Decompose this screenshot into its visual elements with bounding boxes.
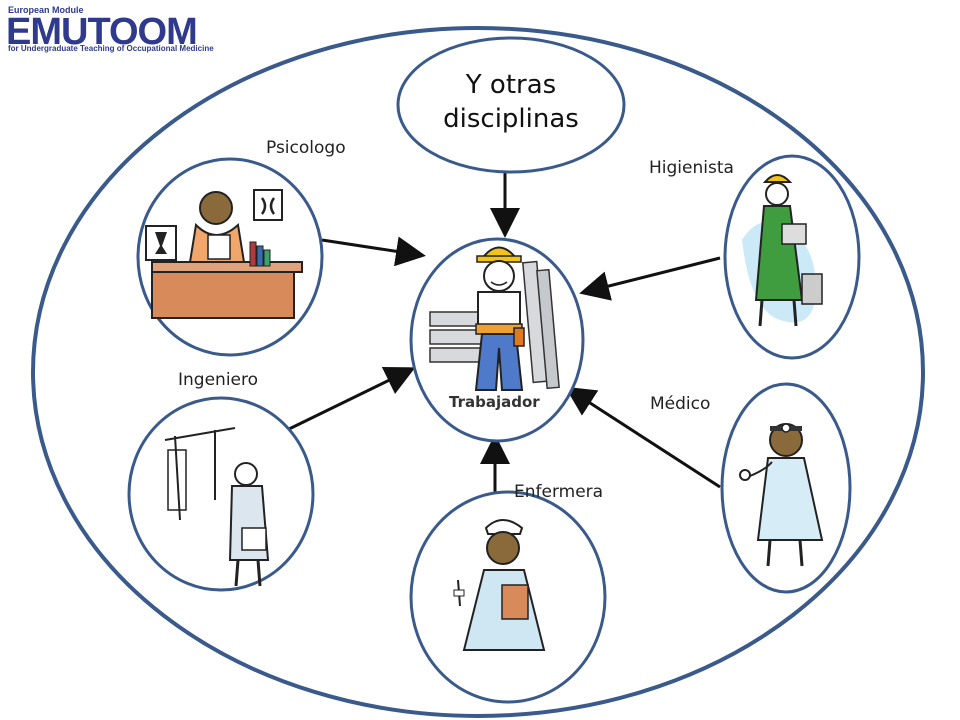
- arrow-psicologo-to-trabajador: [321, 236, 426, 267]
- logo-top-text: European Module: [8, 5, 84, 15]
- engineer-label: Ingeniero: [178, 370, 259, 390]
- doctor-label: Médico: [650, 394, 711, 414]
- nurse-label: Enfermera: [514, 482, 604, 502]
- logo-wordmark: EMUTOOM: [6, 11, 198, 53]
- other-disciplines-bubble: [396, 36, 626, 174]
- hygienist-node: [723, 154, 861, 360]
- arrow-ingeniero-to-trabajador: [286, 367, 416, 432]
- doctor-node: [720, 382, 852, 594]
- worker-node: [409, 237, 585, 443]
- psychologist-node: [136, 157, 324, 357]
- other-disciplines-label: Y otras disciplinas: [443, 70, 579, 134]
- arrow-higienista-to-trabajador: [579, 256, 721, 301]
- outer-ellipse: [31, 26, 925, 718]
- arrow-medico-to-trabajador: [564, 386, 721, 489]
- logo-subtitle: for Undergraduate Teaching of Occupation…: [8, 44, 214, 53]
- hygienist-label: Higienista: [649, 158, 734, 178]
- worker-label: Trabajador: [449, 393, 540, 411]
- engineer-node: [127, 396, 315, 592]
- nurse-node: [409, 490, 607, 704]
- psychologist-label: Psicologo: [266, 138, 346, 158]
